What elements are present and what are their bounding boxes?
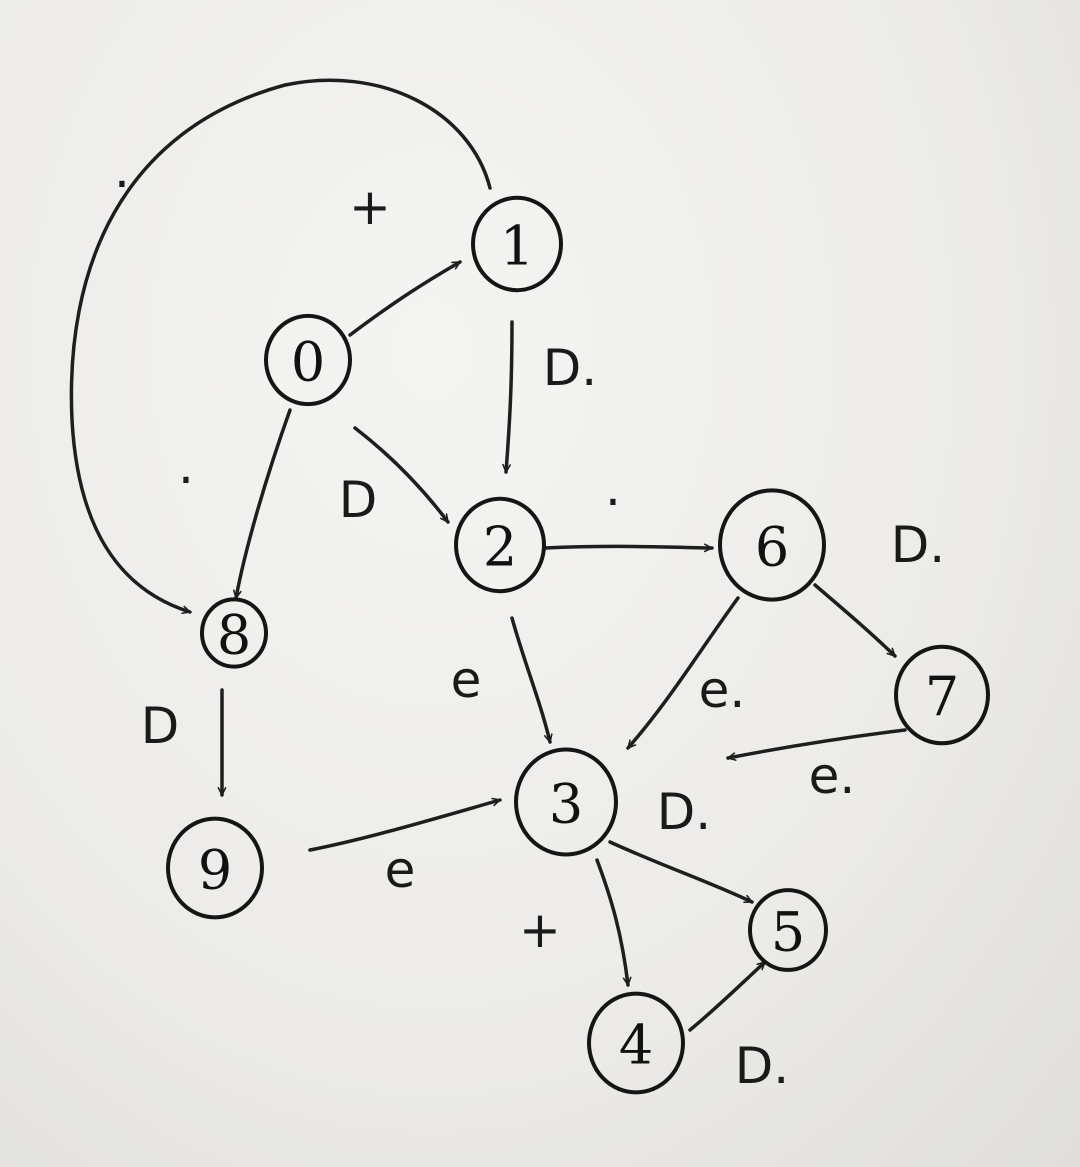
edge-3-to-5 (608, 840, 754, 904)
edge-label-6-to-7: D. (891, 516, 945, 574)
edge-label-6-to-3: e. (699, 661, 746, 719)
state-node-circle (166, 816, 264, 920)
edge-label-7-to-3: e. (809, 747, 856, 805)
edge-1-to-8 (69, 78, 492, 612)
state-node-label: 2 (483, 516, 517, 579)
state-node-label: 4 (619, 1014, 653, 1077)
state-node-circle (748, 888, 828, 972)
edge-label-0-to-2: D (339, 471, 378, 529)
state-node-label: 5 (771, 901, 805, 964)
state-node-9: 9 (166, 816, 264, 920)
edge-label-1-to-8: . (114, 141, 130, 199)
edge-0-to-2 (353, 426, 450, 524)
state-node-circle (200, 597, 268, 669)
state-node-label: 8 (217, 604, 251, 667)
edge-label-8-to-9: D (141, 697, 180, 755)
edge-label-4-to-5: D. (735, 1037, 789, 1095)
edge-label-0-to-1: + (349, 178, 391, 236)
edge-label-1-to-2: D. (543, 339, 597, 397)
state-node-label: 9 (198, 839, 232, 902)
state-node-label: 0 (291, 331, 325, 394)
edge-2-to-6 (543, 546, 714, 548)
edge-label-3-to-4: + (519, 901, 561, 959)
edge-1-to-2 (506, 320, 514, 474)
state-node-circle (718, 488, 826, 602)
edge-7-to-3 (726, 728, 907, 758)
state-node-circle (894, 644, 990, 746)
state-node-label: 7 (925, 666, 959, 729)
state-node-circle (264, 313, 352, 407)
edge-3-to-4 (595, 858, 628, 987)
state-node-3: 3 (514, 747, 618, 857)
state-node-label: 6 (755, 516, 789, 579)
state-node-5: 5 (748, 888, 828, 972)
state-node-1: 1 (471, 195, 563, 293)
state-node-8: 8 (200, 597, 268, 669)
state-node-label: 3 (549, 773, 583, 836)
edge-6-to-3 (626, 596, 740, 750)
edge-label-2-to-6: . (605, 459, 621, 517)
nodes-layer: 0 1 2 3 4 5 6 7 8 9 (166, 195, 990, 1095)
state-node-circle (454, 496, 546, 594)
state-node-0: 0 (264, 313, 352, 407)
edge-6-to-7 (813, 583, 897, 658)
state-node-label: 1 (500, 215, 534, 278)
edges-layer (69, 78, 907, 1032)
edge-0-to-1 (348, 260, 462, 337)
state-node-4: 4 (587, 991, 685, 1095)
state-node-2: 2 (454, 496, 546, 594)
edge-label-2-to-3: e (451, 651, 482, 709)
state-node-circle (471, 195, 563, 293)
edge-4-to-5 (688, 960, 767, 1032)
edge-label-3-to-5: D. (657, 783, 711, 841)
edge-label-9-to-3: e (385, 841, 416, 899)
state-node-circle (587, 991, 685, 1095)
state-node-6: 6 (718, 488, 826, 602)
edge-2-to-3 (510, 616, 550, 744)
state-node-7: 7 (894, 644, 990, 746)
edge-9-to-3 (308, 800, 502, 852)
edge-label-0-to-8: . (178, 437, 194, 495)
edge-0-to-8 (236, 408, 292, 600)
state-node-circle (514, 747, 618, 857)
